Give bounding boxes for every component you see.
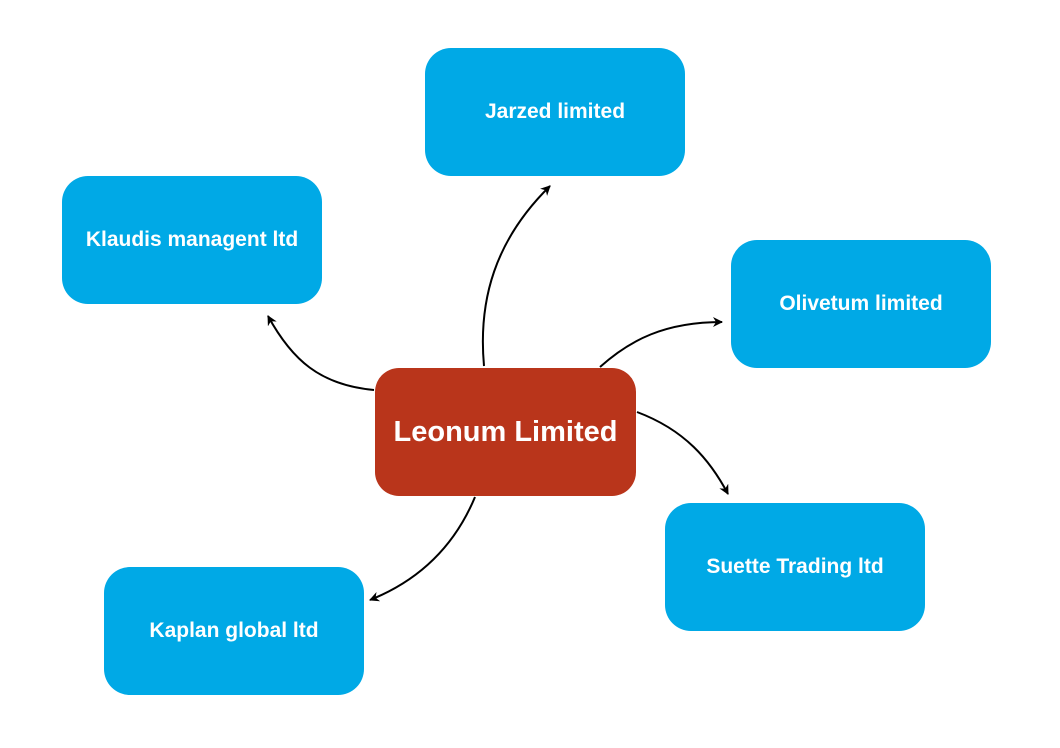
node-root-label: Leonum Limited [393, 415, 618, 448]
node-suette-label: Suette Trading ltd [706, 555, 884, 578]
node-olivetum-label: Olivetum limited [779, 292, 943, 315]
edge-to-klaudis [267, 315, 375, 391]
node-jarzed-label: Jarzed limited [484, 100, 626, 123]
node-olivetum: Olivetum limited [731, 240, 991, 368]
node-root: Leonum Limited [375, 368, 636, 496]
node-klaudis-label: Klaudis managent ltd [85, 228, 299, 251]
edge-to-jarzed [481, 185, 551, 367]
edge-to-olivetum [599, 317, 723, 368]
edge-to-suette [636, 411, 729, 495]
node-jarzed: Jarzed limited [425, 48, 685, 176]
node-suette: Suette Trading ltd [665, 503, 925, 631]
node-kaplan-label: Kaplan global ltd [149, 619, 319, 642]
edge-to-kaplan [369, 496, 476, 602]
node-kaplan: Kaplan global ltd [104, 567, 364, 695]
node-klaudis: Klaudis managent ltd [62, 176, 322, 304]
